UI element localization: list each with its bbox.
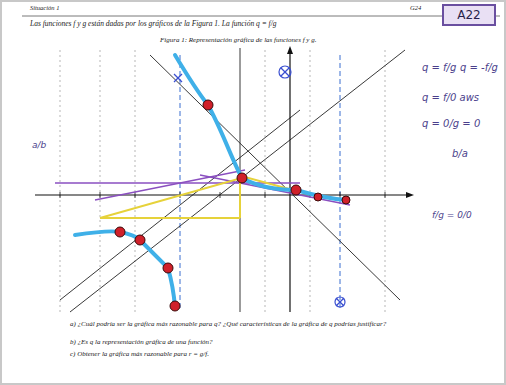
handwritten-note: a/b	[30, 140, 48, 150]
printed-text: b) ¿Es q la representación gráfica de un…	[70, 338, 470, 346]
handwritten-note: q = -f/g	[458, 62, 500, 74]
printed-text: a) ¿Cuál podría ser la gráfica más razon…	[70, 320, 470, 328]
handwritten-note: q = f/g	[420, 62, 458, 74]
printed-text: Situación 1	[30, 4, 150, 11]
handwritten-note: q = 0/g = 0	[420, 118, 482, 130]
printed-text: Las funciones f y g están dadas por los …	[30, 20, 435, 29]
label-box: A22	[442, 4, 496, 26]
handwritten-note: q = f/0 aws	[420, 92, 481, 104]
printed-text: c) Obtener la gráfica más razonable para…	[70, 350, 470, 358]
box-label: A22	[457, 8, 480, 22]
handwritten-note: f/g = 0/0	[430, 210, 474, 220]
printed-text: G24	[410, 4, 438, 11]
handwritten-note: b/a	[450, 148, 470, 160]
printed-text: Figura 1: Representación gráfica de las …	[160, 36, 410, 44]
